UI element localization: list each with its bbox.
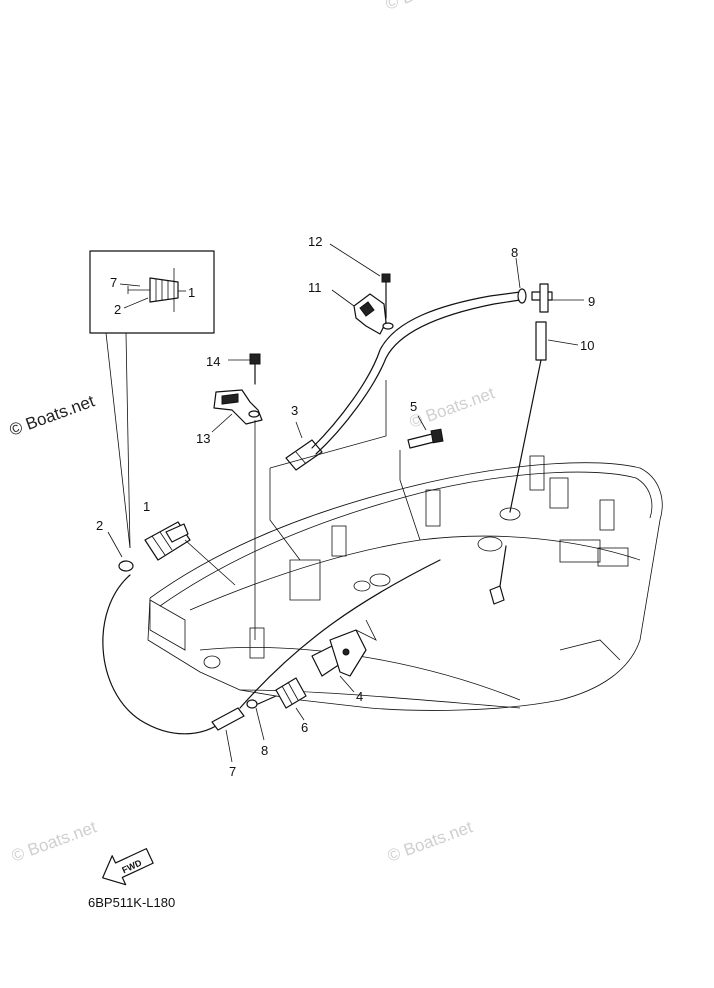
part-8-clip-top bbox=[515, 257, 527, 304]
inset-detail-box: 7 2 1 bbox=[89, 250, 215, 549]
watermark-top: © Boats.net bbox=[383, 0, 473, 14]
callout-8-bottom: 8 bbox=[261, 743, 268, 758]
callout-10: 10 bbox=[580, 338, 594, 353]
watermark-bottom-left: © Boats.net bbox=[9, 817, 99, 865]
part-7-hose-end bbox=[211, 707, 245, 763]
watermark-left: © Boats.net bbox=[7, 391, 97, 439]
callout-5: 5 bbox=[410, 399, 417, 414]
part-4-grommet bbox=[311, 619, 377, 693]
watermark-bottom-right: © Boats.net bbox=[385, 817, 475, 865]
drain-fitting bbox=[489, 545, 507, 605]
inset-callout-2: 2 bbox=[114, 302, 121, 317]
callout-4: 4 bbox=[356, 689, 363, 704]
callout-11: 11 bbox=[308, 280, 322, 295]
hose-7-path bbox=[102, 574, 227, 735]
part-13-bracket bbox=[211, 389, 263, 640]
callout-2: 2 bbox=[96, 518, 103, 533]
watermarks: © Boats.net © Boats.net © Boats.net © Bo… bbox=[7, 0, 497, 866]
callout-3: 3 bbox=[291, 403, 298, 418]
inset-callout-1: 1 bbox=[188, 285, 195, 300]
part-5-screw bbox=[399, 415, 444, 541]
callout-6: 6 bbox=[301, 720, 308, 735]
callout-7: 7 bbox=[229, 764, 236, 779]
inset-callout-7: 7 bbox=[110, 275, 117, 290]
callout-8-top: 8 bbox=[511, 245, 518, 260]
part-14-screw bbox=[228, 353, 261, 385]
part-11-bracket bbox=[331, 289, 387, 335]
part-3-grommet bbox=[269, 380, 387, 561]
part-9-joint bbox=[531, 283, 584, 313]
diagram-code: 6BP511K-L180 bbox=[88, 895, 175, 910]
callout-1: 1 bbox=[143, 499, 150, 514]
part-6-grommet bbox=[275, 677, 307, 721]
callout-13: 13 bbox=[196, 431, 210, 446]
part-12-bolt bbox=[329, 243, 394, 330]
part-8-clip-bottom bbox=[246, 695, 277, 741]
callout-14: 14 bbox=[206, 354, 220, 369]
watermark-mid: © Boats.net bbox=[407, 383, 497, 431]
part-10-hose bbox=[509, 321, 579, 513]
part-1-grommet bbox=[144, 521, 236, 586]
callout-labels: 1 2 3 4 5 6 7 8 8 9 10 11 12 13 14 bbox=[96, 234, 595, 779]
callout-9: 9 bbox=[588, 294, 595, 309]
hose-main bbox=[311, 291, 521, 449]
fwd-arrow-icon: FWD bbox=[102, 848, 154, 886]
callout-12: 12 bbox=[308, 234, 322, 249]
part-2-clip bbox=[107, 531, 134, 572]
